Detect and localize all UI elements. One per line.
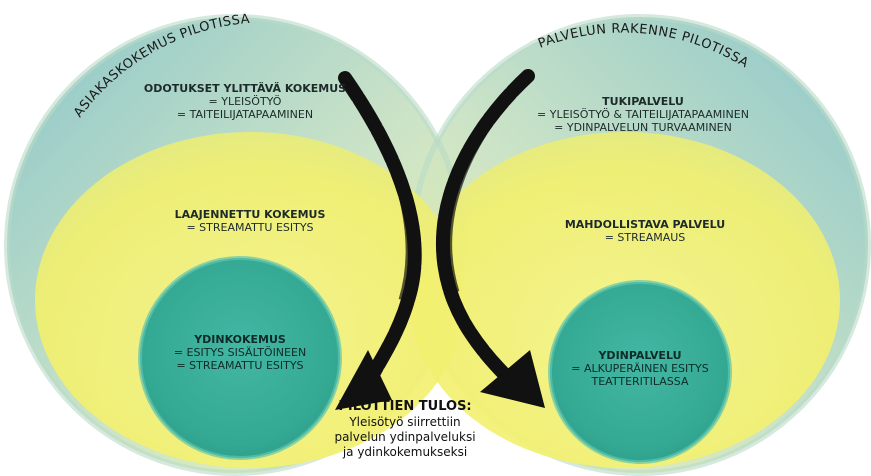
left-core-line-2: = STREAMATTU ESITYS — [176, 359, 304, 372]
left-outer-label: ODOTUKSET YLITTÄVÄ KOKEMUS = YLEISÖTYÖ =… — [130, 82, 360, 121]
result-line-2: palvelun ydinpalveluksi — [334, 430, 476, 444]
left-middle-line-1: = STREAMATTU ESITYS — [186, 221, 314, 234]
right-core-line-1: = ALKUPERÄINEN ESITYS — [571, 362, 709, 375]
left-outer-title: ODOTUKSET YLITTÄVÄ KOKEMUS — [143, 82, 347, 95]
result-title: PILOTTIEN TULOS: — [338, 399, 472, 414]
right-middle-label: MAHDOLLISTAVA PALVELU = STREAMAUS — [540, 218, 750, 244]
right-middle-line-1: = STREAMAUS — [604, 231, 686, 244]
right-middle-title: MAHDOLLISTAVA PALVELU — [564, 218, 726, 231]
right-outer-line-1: = YLEISÖTYÖ & TAITEILIJATAPAAMINEN — [537, 108, 749, 121]
right-core-line-2: TEATTERITILASSA — [591, 375, 689, 388]
left-arrow — [335, 71, 422, 410]
core-circle-left — [140, 258, 340, 458]
right-core-label: YDINPALVELU = ALKUPERÄINEN ESITYS TEATTE… — [560, 349, 720, 388]
result-line-1: Yleisötyö siirrettiin — [349, 415, 461, 429]
right-outer-line-2: = YDINPALVELUN TURVAAMINEN — [554, 121, 732, 134]
right-arrow — [435, 69, 545, 408]
right-outer-label: TUKIPALVELU = YLEISÖTYÖ & TAITEILIJATAPA… — [518, 95, 768, 134]
left-outer-line-1: = YLEISÖTYÖ — [208, 95, 282, 108]
core-circle-right — [550, 282, 730, 462]
left-core-label: YDINKOKEMUS = ESITYS SISÄLTÖINEEN = STRE… — [160, 333, 320, 372]
left-outer-line-2: = TAITEILIJATAPAAMINEN — [176, 108, 314, 121]
left-middle-label: LAAJENNETTU KOKEMUS = STREAMATTU ESITYS — [150, 208, 350, 234]
result-line-3: ja ydinkokemukseksi — [342, 445, 468, 459]
right-outer-title: TUKIPALVELU — [602, 95, 684, 108]
left-core-title: YDINKOKEMUS — [194, 333, 286, 346]
pilot-result: PILOTTIEN TULOS: Yleisötyö siirrettiin p… — [330, 398, 480, 460]
left-middle-title: LAAJENNETTU KOKEMUS — [174, 208, 326, 221]
right-core-title: YDINPALVELU — [598, 349, 682, 362]
left-core-line-1: = ESITYS SISÄLTÖINEEN — [173, 346, 307, 359]
